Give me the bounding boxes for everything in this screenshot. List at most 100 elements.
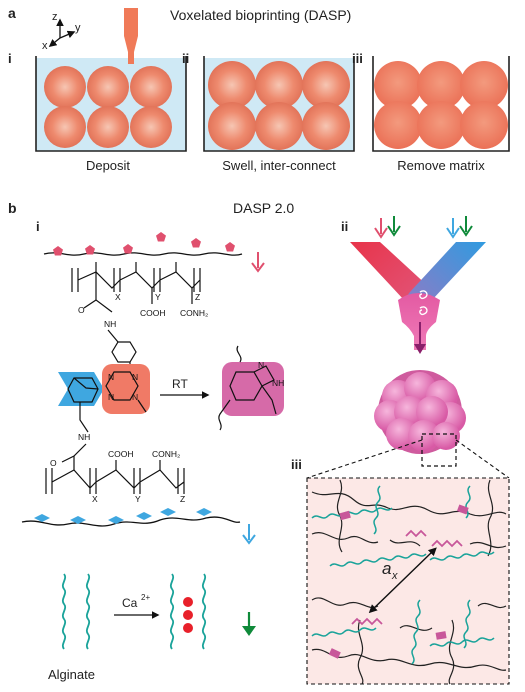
step-i-deposit: i Deposit — [8, 8, 187, 173]
alginate-chain — [169, 573, 175, 650]
crosslink-node — [339, 510, 351, 521]
bottom-y-subscript: Y — [135, 494, 141, 504]
top-conh2: CONH₂ — [180, 308, 208, 318]
voxel-cluster — [374, 370, 466, 467]
crosslink-node — [435, 631, 447, 640]
top-polymer-structure: O X Y Z COOH CONH₂ NH — [71, 262, 208, 329]
green-inlet-arrow-icon-2 — [459, 216, 473, 237]
bottom-z-subscript: Z — [180, 494, 185, 504]
bottom-nh: NH — [78, 432, 90, 442]
voxel — [208, 102, 256, 150]
product-nh: NH — [272, 378, 284, 388]
reaction-label: RT — [172, 377, 188, 391]
tetrazine-icon — [85, 245, 95, 255]
step-ii-caption: Swell, inter-connect — [222, 158, 336, 173]
voxel — [417, 61, 465, 109]
crosslink-node — [456, 504, 469, 515]
panel-b-title: DASP 2.0 — [233, 200, 294, 216]
step-iii-remove: iii Remove matrix — [352, 51, 510, 173]
product-n: N — [258, 360, 264, 370]
top-x-subscript: X — [115, 292, 121, 302]
step-ii-swell: ii Swell, inter-connect — [182, 51, 355, 173]
crosslink — [405, 529, 427, 538]
nozzle-icon — [124, 8, 138, 64]
tetrazine-n: N — [132, 392, 138, 402]
pink-down-arrow-icon — [251, 252, 265, 273]
norbornene-icon — [70, 516, 86, 524]
norbornene-icon — [160, 508, 176, 516]
tetrazine-polymer-chain — [43, 232, 243, 256]
voxel — [130, 106, 172, 148]
step-i-numeral: i — [8, 51, 12, 66]
crosslink-node — [328, 648, 341, 659]
green-inlet-arrow-icon — [387, 216, 401, 237]
top-cooh: COOH — [140, 308, 166, 318]
voxel — [374, 61, 422, 109]
svg-text:O: O — [78, 305, 85, 315]
axes-icon: z y x — [42, 11, 81, 52]
panel-a-title: Voxelated bioprinting (DASP) — [170, 7, 351, 23]
voxel — [374, 101, 422, 149]
norbornene-polymer-chain — [21, 508, 241, 527]
alginate-chain — [201, 573, 207, 650]
calcium-ion — [183, 610, 193, 620]
voxel — [302, 102, 350, 150]
calcium-label: Ca — [122, 596, 138, 610]
calcium-ion — [183, 623, 193, 633]
tetrazine-icon — [191, 238, 201, 248]
reaction-arrow: RT — [160, 377, 210, 399]
bottom-conh2: CONH₂ — [152, 449, 180, 459]
axis-z-label: z — [52, 11, 58, 23]
voxel — [208, 61, 256, 109]
step-iii-caption: Remove matrix — [397, 158, 485, 173]
panel-b: b DASP 2.0 i ii iii O X — [8, 200, 510, 685]
tetrazine-icon — [123, 244, 133, 254]
norbornene-icon — [196, 508, 212, 516]
panel-a: a Voxelated bioprinting (DASP) z y x i D… — [8, 5, 510, 173]
flow-arrow-icon — [414, 344, 426, 354]
network-detail: a x — [306, 477, 510, 685]
product-highlight — [222, 362, 284, 416]
green-down-arrow-icon — [242, 612, 256, 636]
top-y-subscript: Y — [155, 292, 161, 302]
alginate-crosslinking: Ca 2+ Alginate — [48, 573, 207, 682]
crosslink — [351, 617, 383, 626]
container-ii — [203, 56, 355, 152]
crosslink — [431, 539, 463, 548]
top-nh: NH — [104, 319, 116, 329]
voxel — [87, 66, 129, 108]
panel-b-sub-iii: iii — [291, 457, 302, 472]
alginate-label: Alginate — [48, 667, 95, 682]
norbornene-icon — [136, 512, 152, 520]
step-iii-numeral: iii — [352, 51, 363, 66]
zoom-region — [421, 433, 457, 467]
calcium-ion — [183, 597, 193, 607]
mesh-label: a — [382, 559, 391, 578]
axis-y-label: y — [75, 22, 81, 34]
step-i-caption: Deposit — [86, 158, 130, 173]
alginate-chain — [85, 573, 91, 650]
voxel — [130, 66, 172, 108]
tetrazine-icon — [52, 246, 63, 256]
mesh-subscript: x — [391, 570, 398, 582]
blue-down-arrow-icon — [242, 524, 256, 545]
mixing-nozzle — [350, 216, 486, 354]
norbornene-icon — [34, 514, 50, 522]
tetrazine-icon — [225, 242, 235, 252]
top-z-subscript: Z — [195, 292, 200, 302]
voxel — [87, 106, 129, 148]
voxel — [460, 61, 508, 109]
container-iii — [372, 56, 510, 152]
container-i — [35, 56, 187, 152]
voxel — [460, 101, 508, 149]
panel-b-letter: b — [8, 200, 17, 216]
bottom-cooh: COOH — [108, 449, 134, 459]
norbornene-tetrazine-pair: N N N N — [58, 364, 150, 433]
voxel — [44, 106, 86, 148]
benzene-ring — [111, 341, 137, 363]
voxel — [255, 102, 303, 150]
tetrazine-n: N — [108, 392, 114, 402]
calcium-charge: 2+ — [141, 593, 150, 602]
axis-x-label: x — [42, 40, 48, 52]
swirl-icon — [419, 290, 428, 300]
